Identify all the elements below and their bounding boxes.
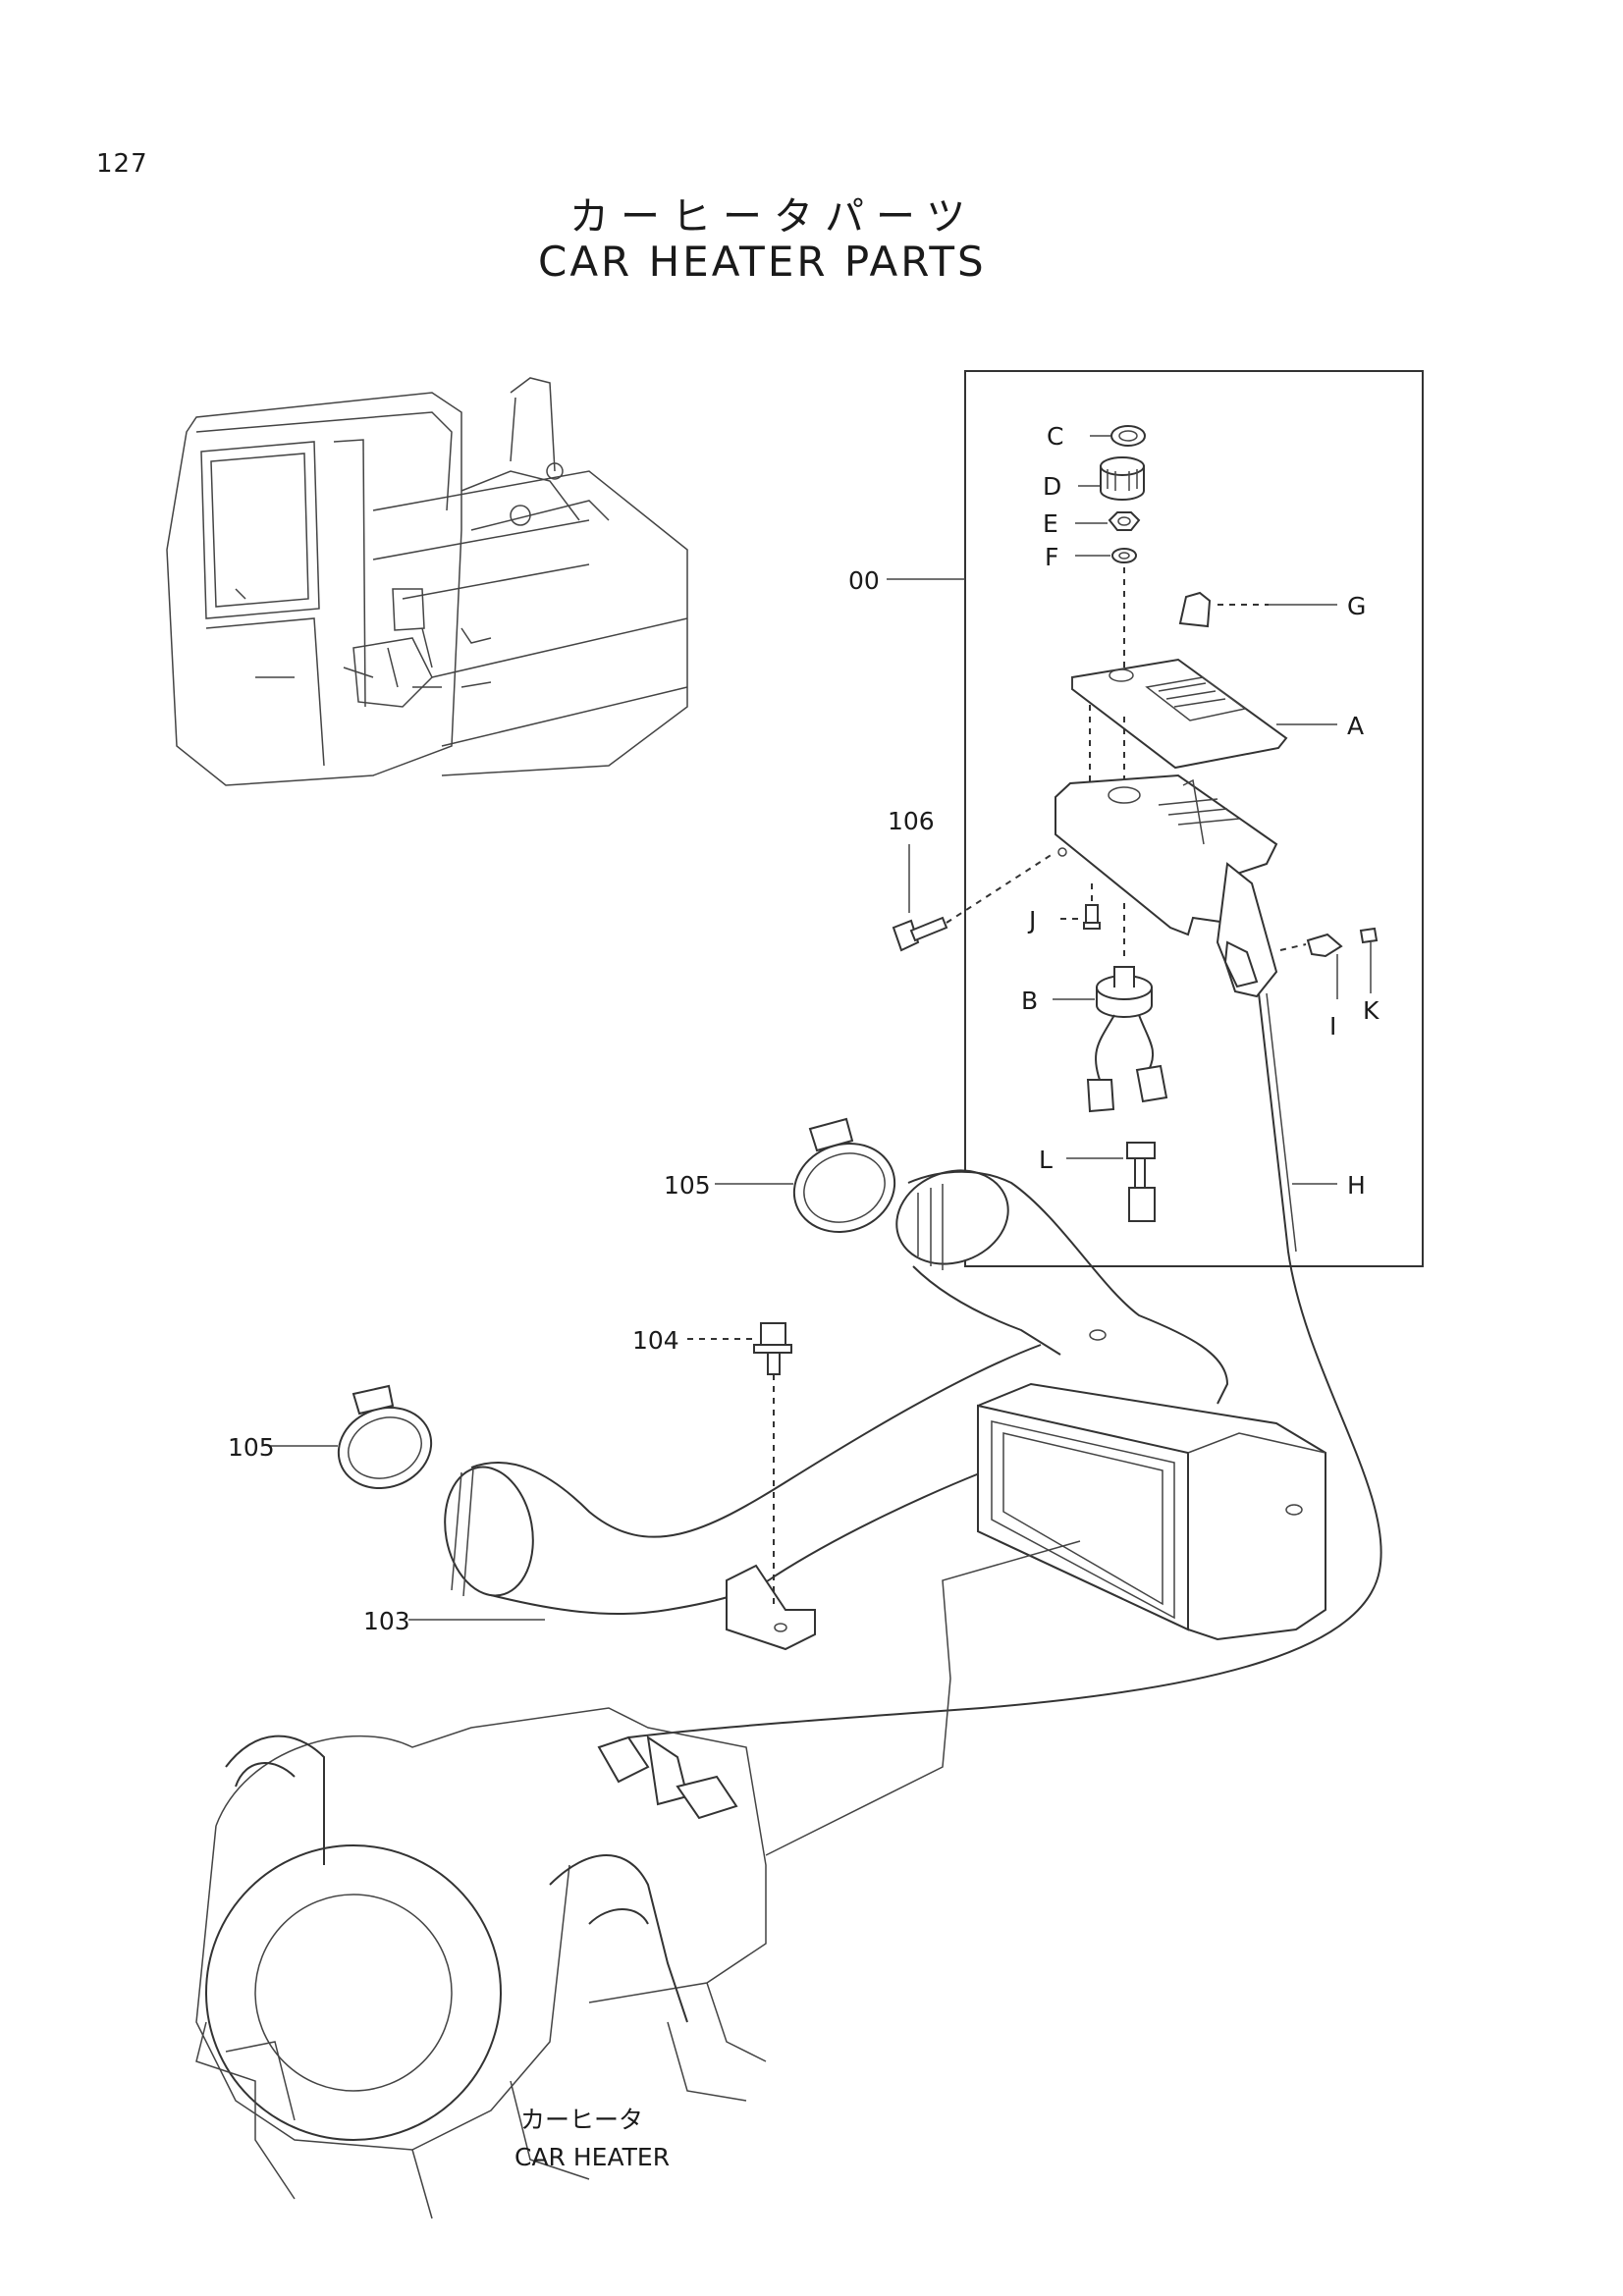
part-d-knob [1078,456,1145,501]
page-number: 127 [96,149,148,179]
callout-f: F [1045,543,1058,571]
lower-duct-103 [444,1344,1042,1651]
part-106-bolt [892,844,1054,952]
callout-l: L [1039,1146,1053,1174]
part-l-connector [1066,1142,1156,1222]
callout-h: H [1347,1171,1366,1200]
callout-105-lower: 105 [228,1433,275,1462]
callout-106: 106 [888,807,935,835]
part-b-switch [1053,966,1168,1113]
callout-g: G [1347,592,1366,620]
part-e-nut [1075,511,1141,531]
part-j-screw [1060,883,1101,930]
callout-105-upper: 105 [664,1171,711,1200]
callout-k: K [1363,996,1380,1025]
excavator-overview-drawing [166,377,688,786]
callout-e: E [1043,509,1058,538]
callout-b: B [1021,987,1038,1015]
part-i-clip [1279,933,1343,999]
upper-duct [895,1169,1229,1405]
part-105-hose-clamp-lower [270,1384,433,1490]
part-g-lever-knob [1178,591,1337,628]
callout-a: A [1347,712,1364,740]
part-k-screw [1359,927,1379,993]
heater-label-en: CAR HEATER [514,2143,670,2171]
control-panel-group-box [964,370,1424,1267]
car-heater-unit [195,1707,767,2219]
outlet-box [977,1382,1326,1641]
part-h-cable [627,992,1382,1738]
part-a-panel-plate [1071,658,1337,770]
callout-c: C [1047,422,1063,451]
part-105-hose-clamp-upper [715,1117,896,1234]
callout-d: D [1043,472,1061,501]
callout-104: 104 [632,1326,679,1355]
callout-103: 103 [363,1607,410,1635]
title-english: CAR HEATER PARTS [538,238,987,286]
heater-label-jp: カーヒータ [520,2106,643,2134]
callout-00: 00 [848,566,880,595]
title-japanese: カーヒータパーツ [569,194,978,240]
part-bracket [1055,774,1278,998]
part-104-bolt [687,1322,792,1610]
part-f-washer [1075,548,1137,563]
part-c-cap [1090,425,1146,447]
callout-j: J [1027,906,1036,934]
callout-i: I [1329,1012,1336,1041]
